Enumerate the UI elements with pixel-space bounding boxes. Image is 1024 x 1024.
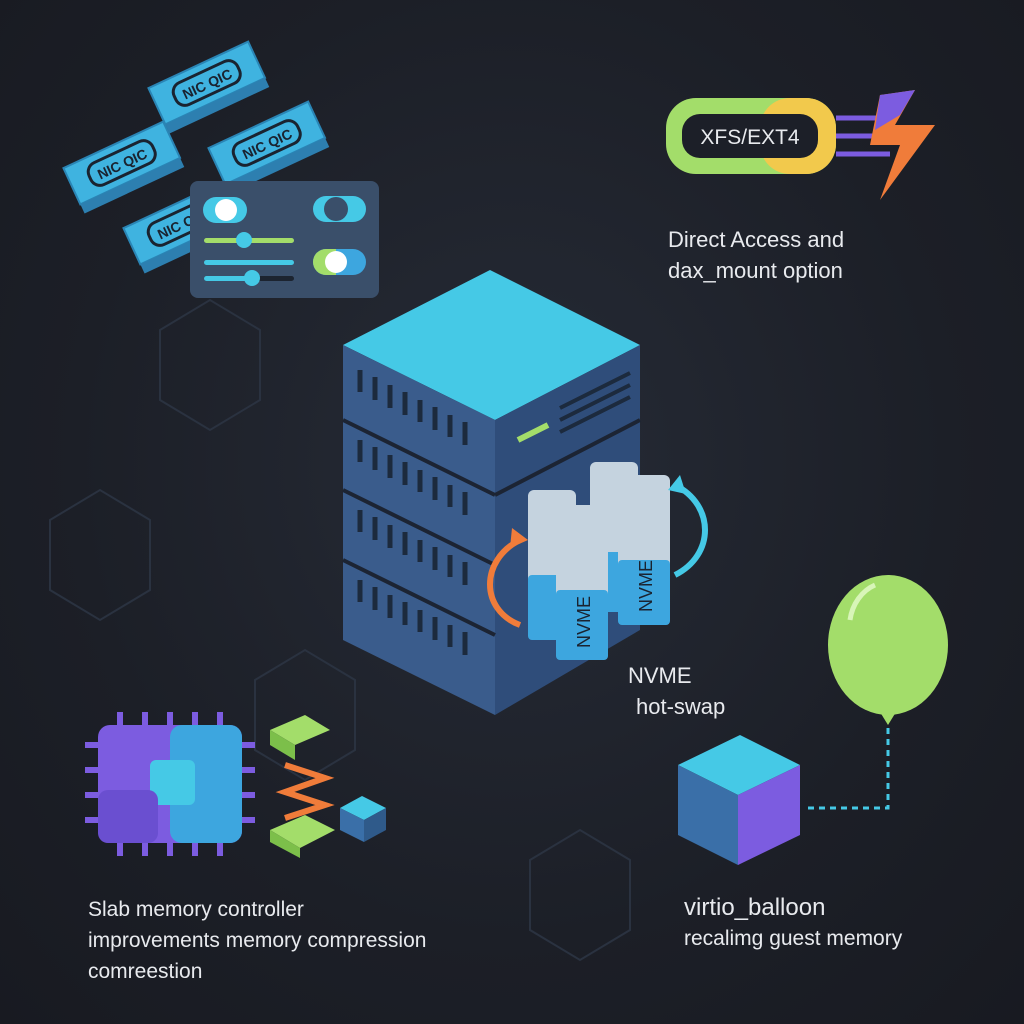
nic-cards: NIC QIC NIC QIC NIC QIC NIC QIC bbox=[62, 40, 330, 274]
svg-text:XFS/EXT4: XFS/EXT4 bbox=[700, 126, 800, 149]
slab-caption: Slab memory controller improvements memo… bbox=[88, 894, 426, 987]
slider-thumb[interactable] bbox=[244, 270, 260, 286]
swap-arrow-icon bbox=[487, 537, 522, 628]
svg-text:NVME: NVME bbox=[574, 596, 594, 648]
nic-card: NIC QIC bbox=[147, 40, 270, 134]
server-vents bbox=[357, 370, 468, 655]
memory-chip-icon bbox=[85, 712, 255, 856]
balloon-caption: virtio_balloon recalimg guest memory bbox=[684, 892, 902, 954]
filesystem-caption: Direct Access and dax_mount option bbox=[668, 224, 844, 286]
nvme-drives: NVME NVME bbox=[487, 462, 708, 660]
caption-title: virtio_balloon bbox=[684, 894, 826, 921]
slider-thumb[interactable] bbox=[236, 232, 252, 248]
nvme-drive: NVME bbox=[556, 505, 608, 660]
swap-arrow-icon bbox=[673, 482, 708, 578]
caption-line: recalimg guest memory bbox=[684, 927, 903, 950]
caption-line: dax_mount option bbox=[668, 258, 843, 283]
nvme-caption: NVME hot-swap bbox=[628, 660, 725, 722]
caption-line: improvements memory compression bbox=[88, 929, 427, 952]
caption-line: comreestion bbox=[88, 960, 203, 983]
spring-icon bbox=[270, 715, 386, 858]
hexagon-pattern bbox=[49, 298, 631, 962]
svg-text:NVME: NVME bbox=[636, 560, 656, 612]
nvme-drive: NVME bbox=[618, 475, 670, 625]
guest-cube-icon bbox=[678, 735, 800, 865]
caption-line: Direct Access and bbox=[668, 227, 845, 252]
tether-line bbox=[805, 728, 890, 810]
status-led bbox=[516, 422, 550, 443]
nic-card: NIC QIC bbox=[62, 120, 185, 214]
caption-line: Slab memory controller bbox=[88, 898, 304, 921]
caption-line: hot-swap bbox=[636, 694, 726, 719]
caption-line: NVME bbox=[628, 663, 692, 688]
control-panel bbox=[190, 181, 379, 298]
nic-card: NIC QIC bbox=[207, 100, 330, 194]
puzzle-piece bbox=[150, 760, 195, 805]
balloon-icon bbox=[805, 575, 948, 810]
filesystem-badge: XFS/EXT4 bbox=[666, 90, 935, 200]
